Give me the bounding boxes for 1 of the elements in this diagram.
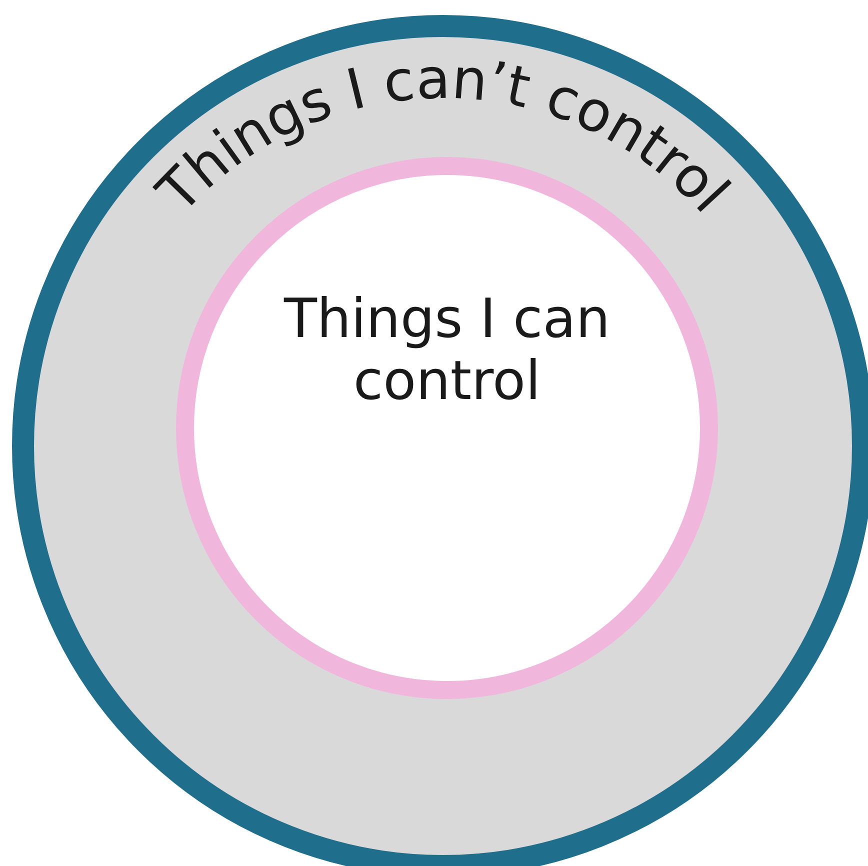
circle-label: Things I can control [282, 288, 612, 412]
